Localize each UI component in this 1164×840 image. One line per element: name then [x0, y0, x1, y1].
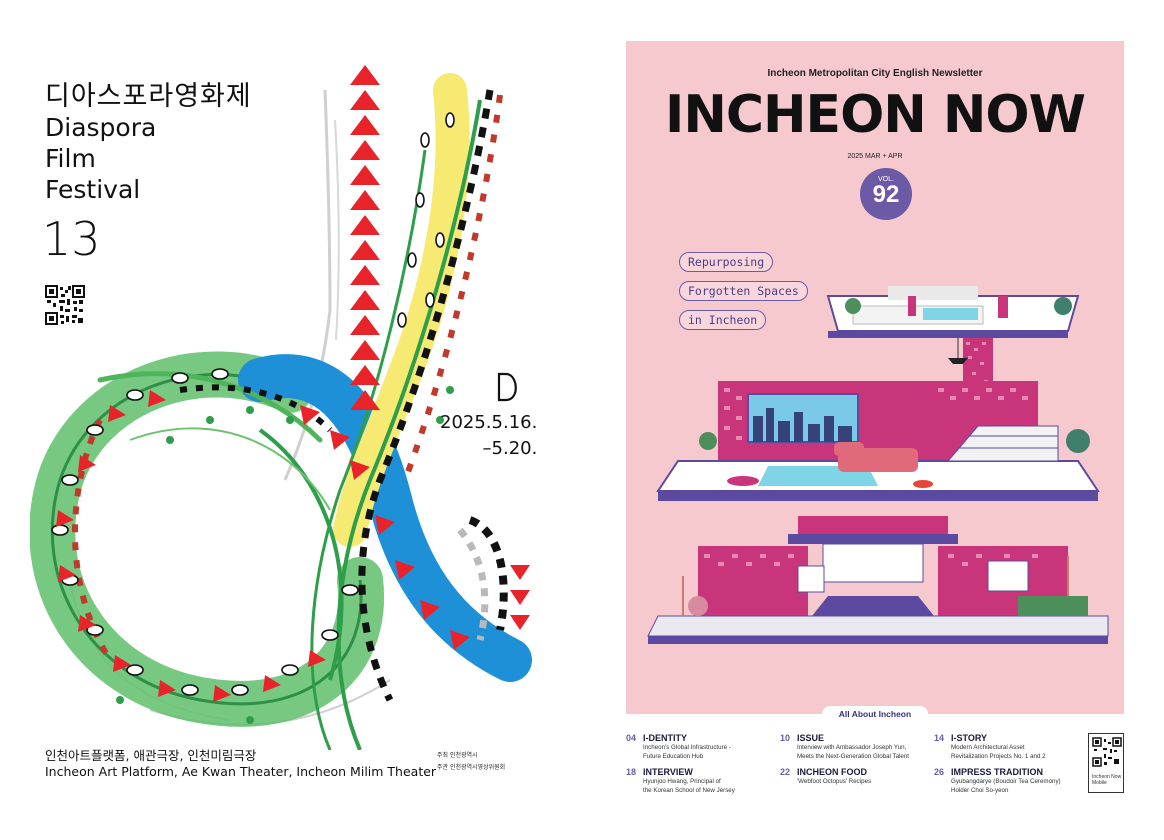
toc-description: Hyunjoo Hwang, Principal of the Korean S…: [643, 778, 788, 795]
venues-korean: 인천아트플랫폼, 애관극장, 인천미림극장: [45, 748, 257, 763]
organizer-line: 주최 인천광역시: [437, 752, 478, 759]
cover-panel: Incheon Metropolitan City English Newsle…: [626, 41, 1124, 722]
cover-headline-pill: Repurposing: [679, 252, 774, 272]
festival-title-line: Diaspora: [45, 113, 157, 142]
toc-heading: INCHEON FOOD: [797, 767, 868, 777]
toc-description-line: Hyunjoo Hwang, Principal of: [643, 778, 721, 785]
toc-heading: INTERVIEW: [643, 767, 693, 777]
mobile-qr-code[interactable]: Incheon Now Mobile: [1088, 733, 1124, 793]
issue-date: 2025 MAR + APR: [847, 153, 903, 160]
volume-number: 92: [872, 181, 900, 208]
qr-code-icon[interactable]: [45, 285, 85, 325]
festival-title-korean: 디아스포라영화제: [45, 81, 252, 112]
toc-description-line: Meets the Next-Generation Global Talent: [797, 752, 910, 760]
toc-description-line: Modern Architectural Asset: [951, 744, 1025, 751]
toc-description: Gyubangdarye (Boudoir Tea Ceremony) Hold…: [951, 778, 1096, 795]
table-of-contents: 04 I-DENTITY Incheon's Global Infrastruc…: [626, 731, 1124, 799]
festival-artwork: [30, 65, 532, 750]
toc-heading: IMPRESS TRADITION: [951, 767, 1044, 777]
toc-description-line: Future Education Hub: [643, 752, 704, 760]
toc-description: 'Webfoot Octopus' Recipes: [797, 778, 942, 787]
festival-logo-icon: [497, 372, 517, 402]
toc-description-line: Revitalization Projects No. 1 and 2: [951, 752, 1046, 760]
festival-dates: 2025.5.16. –5.20.: [440, 410, 537, 462]
volume-badge: VOL. 92: [860, 168, 912, 220]
newsletter-subtitle: Incheon Metropolitan City English Newsle…: [767, 68, 983, 79]
toc-description-line: Holder Choi So-yeon: [951, 786, 1009, 794]
festival-end-date: –5.20.: [482, 438, 538, 459]
toc-heading: I-STORY: [951, 733, 988, 743]
toc-page-number: 22: [780, 767, 791, 777]
toc-description-line: the Korean School of New Jersey: [643, 786, 735, 794]
toc-page-number: 04: [626, 733, 637, 743]
toc-description: Modern Architectural Asset Revitalizatio…: [951, 744, 1096, 761]
festival-start-date: 2025.5.16.: [440, 412, 538, 433]
toc-description: Interview with Ambassador Joseph Yun, Me…: [797, 744, 942, 761]
toc-page-number: 10: [780, 733, 791, 743]
festival-title-english: Diaspora Film Festival: [45, 112, 156, 205]
toc-page-number: 14: [934, 733, 945, 743]
venues-english: Incheon Art Platform, Ae Kwan Theater, I…: [45, 764, 437, 779]
toc-heading: I-DENTITY: [643, 733, 687, 743]
toc-description-line: Interview with Ambassador Joseph Yun,: [797, 744, 907, 751]
cover-headline-pill: Forgotten Spaces: [679, 281, 808, 301]
toc-description-line: 'Webfoot Octopus' Recipes: [797, 778, 872, 785]
section-label: All About Incheon: [822, 706, 928, 722]
newsletter-masthead: INCHEON NOW: [665, 85, 1086, 145]
toc-description-line: Gyubangdarye (Boudoir Tea Ceremony): [951, 778, 1061, 785]
building-illustration: [647, 286, 1109, 644]
qr-code-label: Incheon Now Mobile: [1092, 774, 1122, 786]
organizer-line: 주관 인천광역시영상위원회: [437, 764, 506, 771]
qr-code-icon: [1092, 737, 1122, 767]
toc-description-line: Incheon's Global Infrastructure -: [643, 744, 731, 751]
festival-edition-number: 13: [42, 212, 101, 266]
festival-title-line: Festival: [45, 175, 141, 204]
toc-page-number: 18: [626, 767, 637, 777]
festival-title-line: Film: [45, 144, 96, 173]
toc-description: Incheon's Global Infrastructure - Future…: [643, 744, 788, 761]
toc-page-number: 26: [934, 767, 945, 777]
toc-heading: ISSUE: [797, 733, 825, 743]
volume-label: VOL.: [878, 176, 894, 183]
cover-headline-pill: in Incheon: [679, 310, 767, 330]
festival-poster: 디아스포라영화제 Diaspora Film Festival 13: [0, 0, 560, 840]
newsletter-cover-page: Incheon Metropolitan City English Newsle…: [626, 41, 1124, 799]
organizer-credits: 주최 인천광역시 주관 인천광역시영상위원회: [437, 750, 505, 774]
